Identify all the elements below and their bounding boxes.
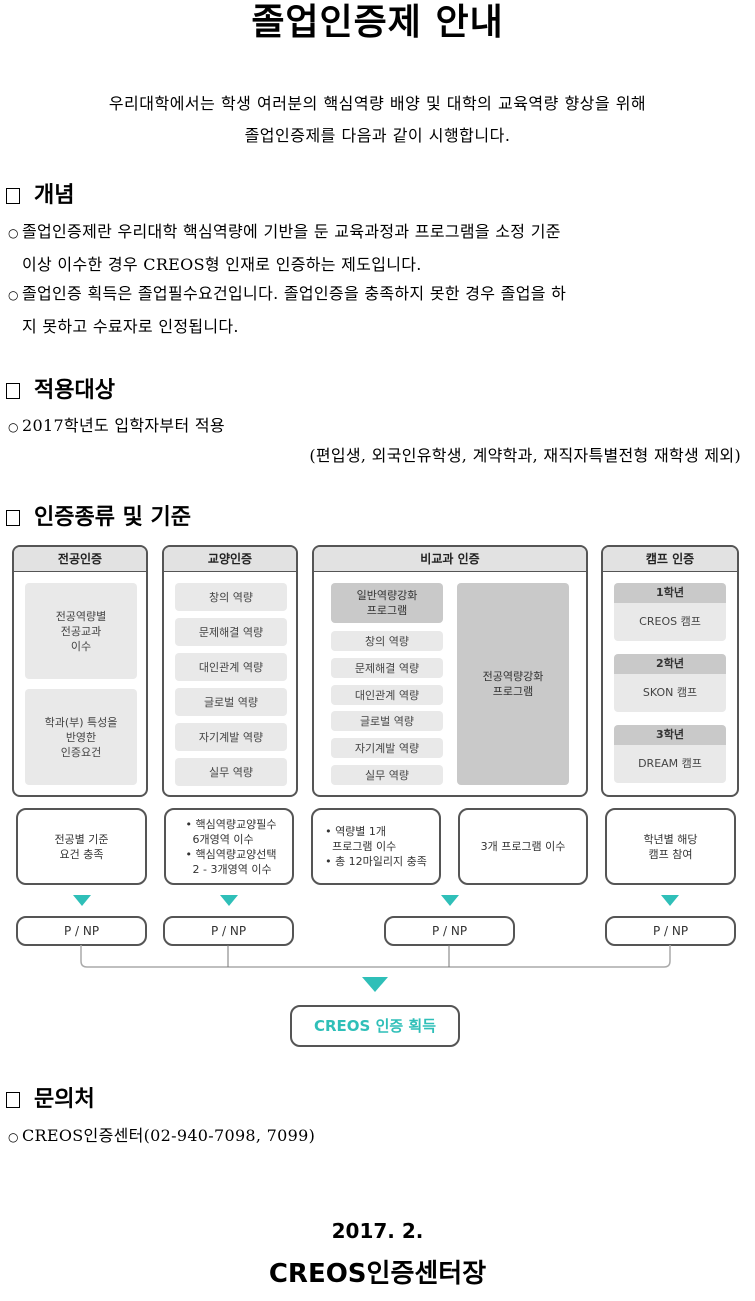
general-program-box: 일반역량강화 프로그램 bbox=[331, 583, 443, 623]
footer-date: 2017. 2. bbox=[331, 1219, 424, 1243]
panel-major-title: 전공인증 bbox=[14, 547, 146, 572]
liberal-competency-1: 창의 역량 bbox=[175, 583, 287, 611]
page-title: 졸업인증제 안내 bbox=[251, 2, 504, 43]
concept-item-1: ○졸업인증제란 우리대학 핵심역량에 기반을 둔 교육과정과 프로그램을 소정 … bbox=[8, 222, 561, 274]
section-heading-contact: 문의처 bbox=[6, 1086, 95, 1114]
panel-extracurricular-title: 비교과 인증 bbox=[314, 547, 586, 572]
camp-item-1: 1학년 CREOS 캠프 bbox=[614, 583, 726, 641]
connector-lines bbox=[80, 945, 671, 968]
extra-competency-4: 글로벌 역량 bbox=[331, 711, 443, 731]
extra-requirement-right: 3개 프로그램 이수 bbox=[458, 808, 588, 885]
panel-liberal-title: 교양인증 bbox=[164, 547, 296, 572]
checkbox-square-icon bbox=[6, 188, 20, 204]
checkbox-square-icon bbox=[6, 510, 20, 526]
liberal-competency-6: 실무 역량 bbox=[175, 758, 287, 786]
section-heading-text: 문의처 bbox=[34, 1087, 95, 1112]
panel-major: 전공인증 전공역량별 전공교과 이수 학과(부) 특성을 반영한 인증요건 bbox=[12, 545, 148, 797]
major-result: P / NP bbox=[16, 916, 147, 946]
section-heading-target: 적용대상 bbox=[6, 377, 115, 405]
down-arrow-icon bbox=[441, 895, 459, 906]
section-heading-text: 개념 bbox=[34, 183, 75, 208]
camp-result: P / NP bbox=[605, 916, 736, 946]
extra-requirement-left: • 역량별 1개 프로그램 이수 • 총 12마일리지 충족 bbox=[311, 808, 441, 885]
concept-item-2: ○졸업인증 획득은 졸업필수요건입니다. 졸업인증을 충족하지 못한 경우 졸업… bbox=[8, 284, 567, 336]
final-certification: CREOS 인증 획득 bbox=[290, 1005, 460, 1047]
down-arrow-icon bbox=[220, 895, 238, 906]
checkbox-square-icon bbox=[6, 383, 20, 399]
major-program-box: 전공역량강화 프로그램 bbox=[457, 583, 569, 785]
bullet-circle-icon: ○ bbox=[8, 226, 19, 240]
contact-item: ○CREOS인증센터(02-940-7098, 7099) bbox=[8, 1126, 316, 1145]
section-heading-text: 인증종류 및 기준 bbox=[34, 505, 191, 530]
down-arrow-icon bbox=[73, 895, 91, 906]
section-heading-text: 적용대상 bbox=[34, 378, 115, 403]
section-heading-concept: 개념 bbox=[6, 182, 74, 210]
extra-competency-6: 실무 역량 bbox=[331, 765, 443, 785]
liberal-requirement: • 핵심역량교양필수 6개영역 이수 • 핵심역량교양선택 2 - 3개영역 이… bbox=[164, 808, 294, 885]
target-note: (편입생, 외국인유학생, 계약학과, 재직자특별전형 재학생 제외) bbox=[309, 446, 741, 465]
major-box-1: 전공역량별 전공교과 이수 bbox=[25, 583, 137, 679]
bullet-circle-icon: ○ bbox=[8, 288, 19, 302]
extra-competency-5: 자기계발 역량 bbox=[331, 738, 443, 758]
checkbox-square-icon bbox=[6, 1092, 20, 1108]
section-heading-types: 인증종류 및 기준 bbox=[6, 504, 191, 532]
down-arrow-icon bbox=[362, 977, 388, 992]
extra-competency-2: 문제해결 역량 bbox=[331, 658, 443, 678]
camp-item-3: 3학년 DREAM 캠프 bbox=[614, 725, 726, 783]
panel-camp: 캠프 인증 1학년 CREOS 캠프 2학년 SKON 캠프 3학년 DREAM… bbox=[601, 545, 739, 797]
liberal-competency-3: 대인관계 역량 bbox=[175, 653, 287, 681]
certification-diagram: 전공인증 전공역량별 전공교과 이수 학과(부) 특성을 반영한 인증요건 교양… bbox=[0, 540, 755, 1050]
intro-line-1: 우리대학에서는 학생 여러분의 핵심역량 배양 및 대학의 교육역량 향상을 위… bbox=[108, 94, 647, 113]
intro-line-2: 졸업인증제를 다음과 같이 시행합니다. bbox=[244, 126, 511, 145]
footer-signer: CREOS인증센터장 bbox=[268, 1259, 487, 1289]
extra-competency-3: 대인관계 역량 bbox=[331, 685, 443, 705]
liberal-result: P / NP bbox=[163, 916, 294, 946]
bullet-circle-icon: ○ bbox=[8, 420, 19, 434]
extra-competency-1: 창의 역량 bbox=[331, 631, 443, 651]
major-box-2: 학과(부) 특성을 반영한 인증요건 bbox=[25, 689, 137, 785]
liberal-competency-5: 자기계발 역량 bbox=[175, 723, 287, 751]
panel-extracurricular: 비교과 인증 일반역량강화 프로그램 창의 역량 문제해결 역량 대인관계 역량… bbox=[312, 545, 588, 797]
liberal-competency-2: 문제해결 역량 bbox=[175, 618, 287, 646]
panel-liberal: 교양인증 창의 역량 문제해결 역량 대인관계 역량 글로벌 역량 자기계발 역… bbox=[162, 545, 298, 797]
panel-camp-title: 캠프 인증 bbox=[603, 547, 737, 572]
camp-requirement: 학년별 해당 캠프 참여 bbox=[605, 808, 736, 885]
liberal-competency-4: 글로벌 역량 bbox=[175, 688, 287, 716]
bullet-circle-icon: ○ bbox=[8, 1130, 19, 1144]
extra-result: P / NP bbox=[384, 916, 515, 946]
down-arrow-icon bbox=[661, 895, 679, 906]
target-item: ○2017학년도 입학자부터 적용 bbox=[8, 416, 225, 435]
major-requirement: 전공별 기준 요건 충족 bbox=[16, 808, 147, 885]
camp-item-2: 2학년 SKON 캠프 bbox=[614, 654, 726, 712]
